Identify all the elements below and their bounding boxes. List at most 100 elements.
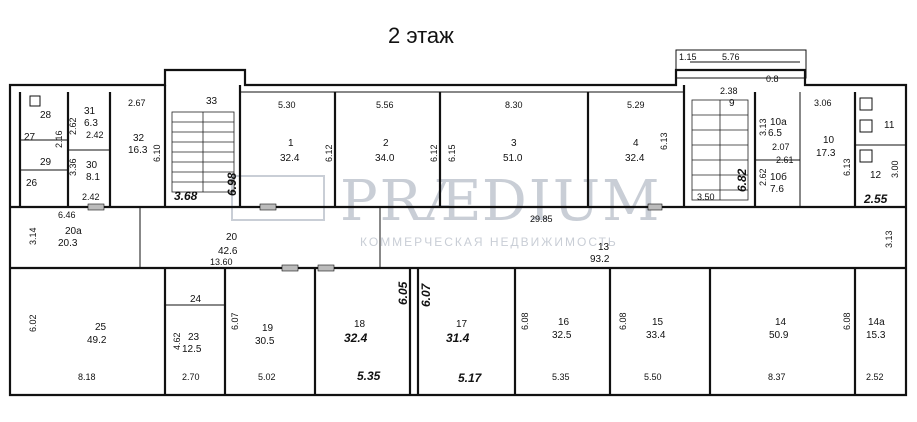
dimension-label: 2.42 <box>86 130 104 140</box>
room-num-4: 4 <box>633 138 639 149</box>
room-areas: 32.4 34.0 51.0 32.4 6.5 17.3 7.6 93.2 50… <box>58 118 886 355</box>
dimension-label: 6.07 <box>230 312 240 330</box>
dimension-label: 5.50 <box>644 372 662 382</box>
floor-title: 2 этаж <box>388 23 454 48</box>
dimension-label: 3.14 <box>28 227 38 245</box>
dimension-label: 6.08 <box>842 312 852 330</box>
dimension-label: 2.52 <box>866 372 884 382</box>
watermark: PRÆDIUM КОММЕРЧЕСКАЯ НЕДВИЖИМОСТЬ <box>231 169 659 249</box>
dimension-label: 3.13 <box>758 118 768 136</box>
room-num-17: 17 <box>456 319 468 330</box>
room-num-3: 3 <box>511 138 517 149</box>
dimension-label: 5.35 <box>552 372 570 382</box>
dimension-label: 13.60 <box>210 257 233 267</box>
dimension-label: 8.18 <box>78 372 96 382</box>
dimension-label: 6.07 <box>419 282 433 307</box>
room-num-29: 29 <box>40 157 52 168</box>
dimension-label: 5.02 <box>258 372 276 382</box>
room-area-25: 49.2 <box>87 335 107 346</box>
room-num-33: 33 <box>206 96 218 107</box>
room-area-32: 16.3 <box>128 145 148 156</box>
room-num-1: 1 <box>288 138 294 149</box>
dimension-label: 5.17 <box>458 371 483 385</box>
stair-left <box>171 111 235 193</box>
dimension-label: 4.62 <box>172 332 182 350</box>
dimension-label: 2.70 <box>182 372 200 382</box>
outer-walls <box>8 49 908 397</box>
dimension-label: 1.15 <box>679 52 697 62</box>
dimension-label: 8.37 <box>768 372 786 382</box>
dimension-label: 0.8 <box>766 74 779 84</box>
room-area-10: 17.3 <box>816 148 836 159</box>
handwritten-annotations: 3.68 6.98 6.82 2.55 6.05 6.07 5.35 5.17 <box>174 168 888 385</box>
watermark-subtitle: КОММЕРЧЕСКАЯ НЕДВИЖИМОСТЬ <box>360 235 618 249</box>
room-area-14a: 15.3 <box>866 330 886 341</box>
stair-right <box>691 99 749 201</box>
dimension-label: 6.46 <box>58 210 76 220</box>
dimension-label: 6.02 <box>28 314 38 332</box>
room-num-26: 26 <box>26 178 38 189</box>
dimension-label: 8.30 <box>505 100 523 110</box>
dimension-label: 6.05 <box>396 281 410 305</box>
dimension-label: 2.62 <box>68 117 78 135</box>
dimension-label: 6.13 <box>842 158 852 176</box>
room-area-4: 32.4 <box>625 153 645 164</box>
dimension-label: 2.16 <box>54 130 64 148</box>
dimension-label: 3.06 <box>814 98 832 108</box>
room-num-9: 9 <box>729 98 735 109</box>
corridor-walls <box>10 205 906 270</box>
room-area-10b: 7.6 <box>770 184 784 195</box>
room-area-20: 42.6 <box>218 246 238 257</box>
dimension-label: 2.61 <box>776 155 794 165</box>
room-num-23: 23 <box>188 332 200 343</box>
room-num-13: 13 <box>598 242 610 253</box>
room-num-18: 18 <box>354 319 366 330</box>
dimension-label: 6.12 <box>324 144 334 162</box>
room-num-19: 19 <box>262 323 274 334</box>
room-num-28: 28 <box>40 110 52 121</box>
room-numbers: 1 2 3 4 9 10а 10 10б 11 12 13 14 14а 15 … <box>24 96 895 343</box>
dimension-label: 3.00 <box>890 160 900 178</box>
lower-partitions <box>163 268 857 395</box>
room-num-16: 16 <box>558 317 570 328</box>
room-num-27: 27 <box>24 132 36 143</box>
room-num-20a: 20а <box>65 226 82 237</box>
room-area-19: 30.5 <box>255 336 275 347</box>
dimension-label: 2.62 <box>758 168 768 186</box>
room-area-31: 6.3 <box>84 118 98 129</box>
room-num-25: 25 <box>95 322 107 333</box>
room-num-20: 20 <box>226 232 238 243</box>
room-num-10a: 10а <box>770 117 787 128</box>
room-num-31: 31 <box>84 106 96 117</box>
dimension-label: 6.98 <box>225 172 239 196</box>
upper-partitions <box>18 85 906 207</box>
room-area-15: 33.4 <box>646 330 666 341</box>
room-num-32: 32 <box>133 133 145 144</box>
dimension-label: 6.82 <box>735 168 749 192</box>
dimension-label: 2.38 <box>720 86 738 96</box>
dimension-label: 6.08 <box>618 312 628 330</box>
dimension-label: 6.10 <box>152 144 162 162</box>
room-area-17: 31.4 <box>446 331 470 345</box>
dimension-label: 6.08 <box>520 312 530 330</box>
dimension-label: 2.67 <box>128 98 146 108</box>
dimension-label: 5.35 <box>357 369 381 383</box>
dimension-label: 5.56 <box>376 100 394 110</box>
dimension-label: 29.85 <box>530 214 553 224</box>
room-num-24: 24 <box>190 294 202 305</box>
room-num-10: 10 <box>823 135 835 146</box>
room-area-1: 32.4 <box>280 153 300 164</box>
room-num-14a: 14а <box>868 317 885 328</box>
room-area-13: 93.2 <box>590 254 610 265</box>
room-area-16: 32.5 <box>552 330 572 341</box>
dimension-label: 2.07 <box>772 142 790 152</box>
dimension-label: 5.29 <box>627 100 645 110</box>
room-area-18: 32.4 <box>344 331 368 345</box>
dimension-label: 6.15 <box>447 144 457 162</box>
room-num-12: 12 <box>870 170 882 181</box>
dimension-label: 2.42 <box>82 192 100 202</box>
dimension-label: 6.13 <box>659 132 669 150</box>
room-num-15: 15 <box>652 317 664 328</box>
room-area-3: 51.0 <box>503 153 523 164</box>
